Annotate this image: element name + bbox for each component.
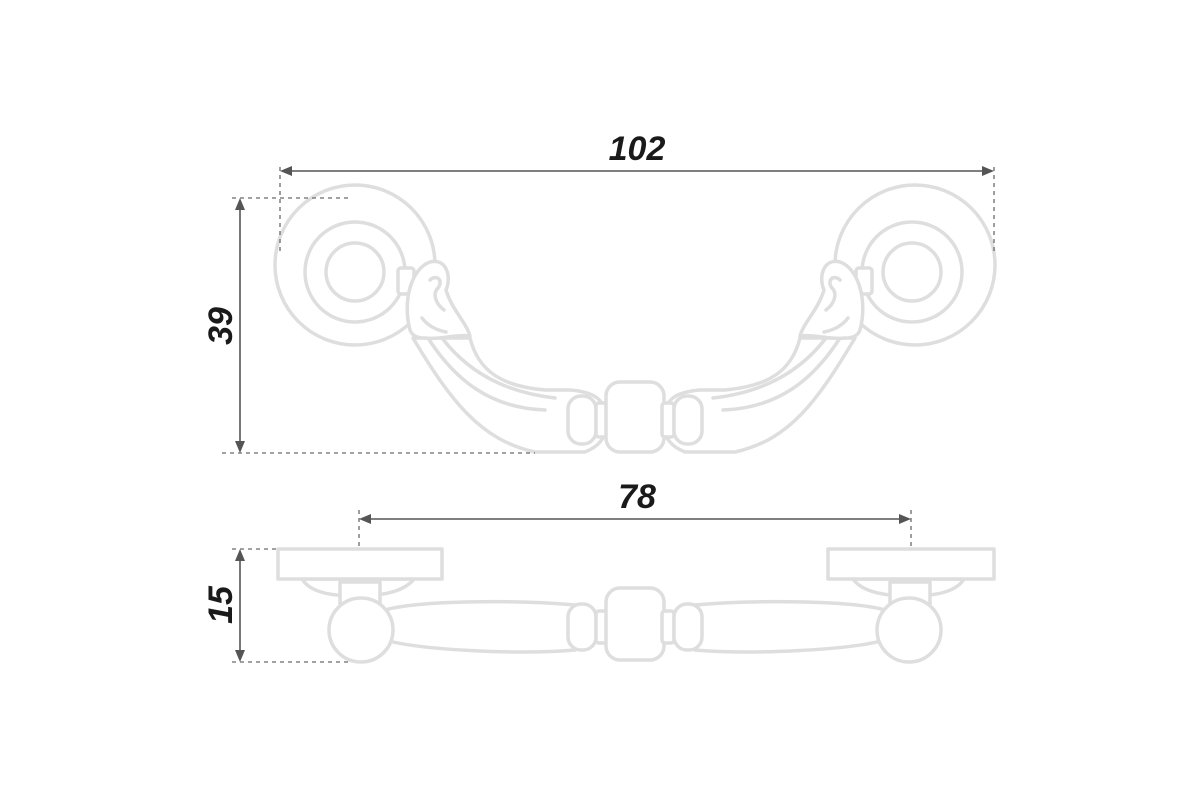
dimension-label-39: 39 [202,307,240,345]
dimension-depth: 15 [202,548,350,663]
side-handle-body [327,586,943,664]
left-leaf-ornament [396,259,472,341]
right-base-plate [826,547,996,606]
right-leaf-ornament [798,259,874,341]
dimension-height: 39 [202,197,535,454]
front-view [273,183,997,454]
dimension-mounting-distance: 78 [358,478,912,549]
dimension-label-102: 102 [609,130,666,168]
left-base-plate [276,547,444,606]
dimension-label-15: 15 [202,585,240,624]
dimension-overall-width: 102 [279,130,995,255]
side-view [276,547,996,664]
dimension-label-78: 78 [618,478,656,516]
handle-bail [411,336,857,454]
